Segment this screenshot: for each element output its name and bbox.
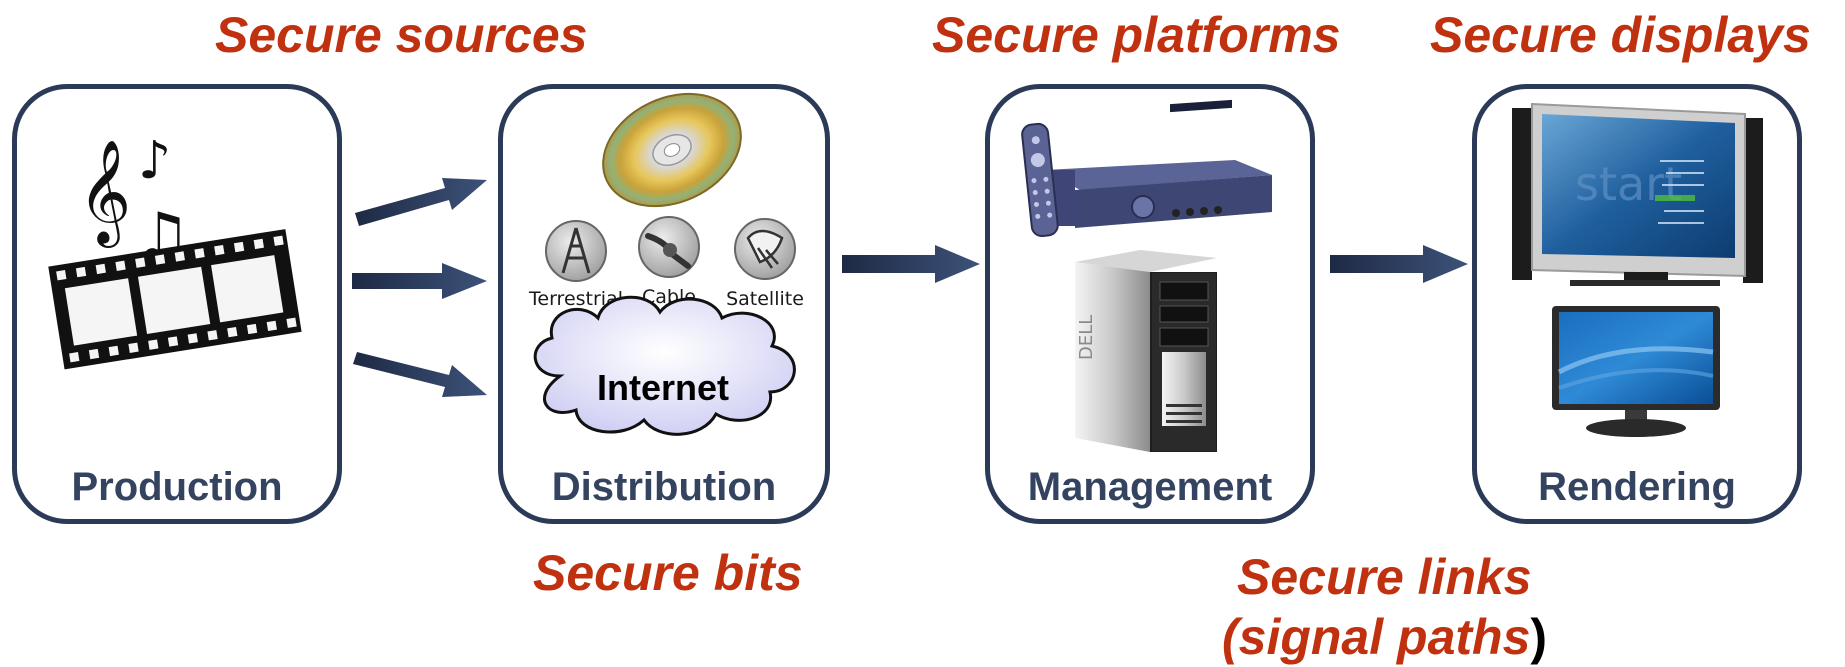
terrestrial-label: Terrestrial (528, 288, 623, 310)
pc-tower-icon: DELL (1075, 250, 1217, 452)
set-top-box-icon (1045, 99, 1272, 228)
remote-control-icon (1021, 122, 1059, 238)
stage-label-rendering: Rendering (1538, 465, 1736, 509)
lcd-monitor-icon (1552, 306, 1720, 437)
internet-label: Internet (597, 367, 729, 408)
internet-cloud-icon (533, 295, 796, 436)
stage-label-production: Production (71, 465, 283, 509)
arrow-production-to-distribution-middle (352, 263, 487, 299)
arrow-production-to-distribution-bottom (353, 352, 487, 397)
closing-paren: ) (1530, 609, 1548, 665)
stage-label-distribution: Distribution (551, 465, 777, 509)
stage-label-management: Management (1027, 465, 1273, 509)
arrow-management-to-rendering (1330, 245, 1468, 283)
arrow-production-to-distribution-top (355, 178, 487, 226)
satellite-label: Satellite (726, 288, 804, 310)
heading-secure-displays: Secure displays (1430, 7, 1811, 63)
cable-icon (638, 216, 700, 278)
terrestrial-icon (545, 220, 607, 282)
plasma-tv-icon: start (1512, 102, 1763, 286)
heading-secure-links: Secure links (1237, 549, 1532, 605)
heading-secure-sources: Secure sources (215, 7, 588, 63)
film-strip-icon (48, 229, 302, 370)
heading-secure-bits: Secure bits (533, 545, 803, 601)
svg-text:DELL: DELL (1076, 315, 1097, 360)
arrow-distribution-to-management (842, 245, 980, 283)
svg-text:𝄞: 𝄞 (78, 139, 131, 248)
svg-text:♪: ♪ (138, 131, 171, 191)
heading-secure-platforms: Secure platforms (932, 7, 1341, 63)
disc-icon (602, 92, 742, 208)
satellite-icon (734, 218, 796, 280)
heading-signal-paths: (signal paths) (1222, 612, 1547, 662)
signal-paths-text: (signal paths (1222, 609, 1531, 665)
